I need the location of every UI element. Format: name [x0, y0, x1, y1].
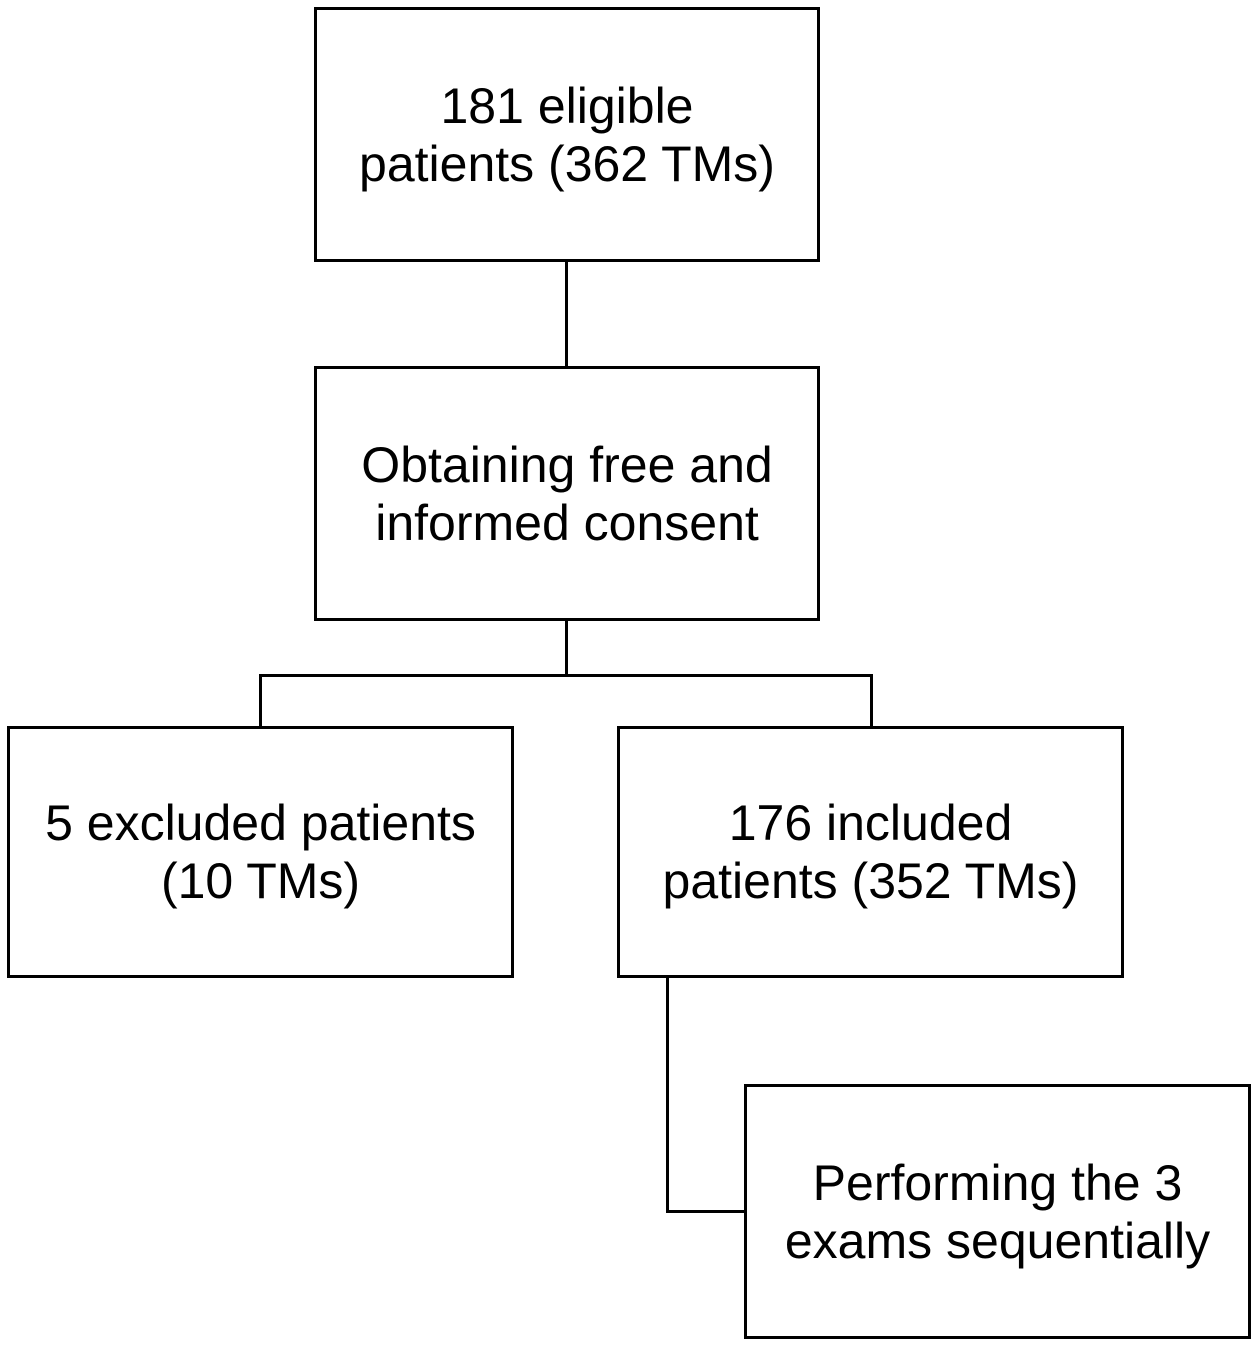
- box-exams-line1: Performing the 3: [812, 1154, 1183, 1211]
- connector-consent-split-vertical: [565, 620, 568, 677]
- box-eligible-line2: patients (362 TMs): [359, 135, 775, 192]
- box-performing-exams: Performing the 3 exams sequentially: [744, 1084, 1251, 1339]
- box-excluded-patients: 5 excluded patients (10 TMs): [7, 726, 514, 978]
- box-eligible-line1: 181 eligible: [440, 77, 694, 134]
- box-exams-line2: exams sequentially: [784, 1212, 1211, 1269]
- box-eligible-patients: 181 eligible patients (362 TMs): [314, 7, 820, 262]
- box-informed-consent: Obtaining free and informed consent: [314, 366, 820, 621]
- connector-eligible-consent: [565, 261, 568, 367]
- connector-included-down: [666, 977, 669, 1213]
- box-included-line2: patients (352 TMs): [662, 853, 1079, 909]
- connector-split-to-included: [870, 674, 873, 727]
- box-excluded-line1: 5 excluded patients: [45, 795, 476, 851]
- box-included-line1: 176 included: [728, 795, 1013, 851]
- connector-split-horizontal: [259, 674, 873, 677]
- box-consent-line1: Obtaining free and: [361, 436, 773, 493]
- connector-split-to-excluded: [259, 674, 262, 727]
- box-included-patients: 176 included patients (352 TMs): [617, 726, 1124, 978]
- connector-to-exams: [666, 1210, 746, 1213]
- box-consent-line2: informed consent: [375, 494, 759, 551]
- box-excluded-line2: (10 TMs): [160, 853, 361, 909]
